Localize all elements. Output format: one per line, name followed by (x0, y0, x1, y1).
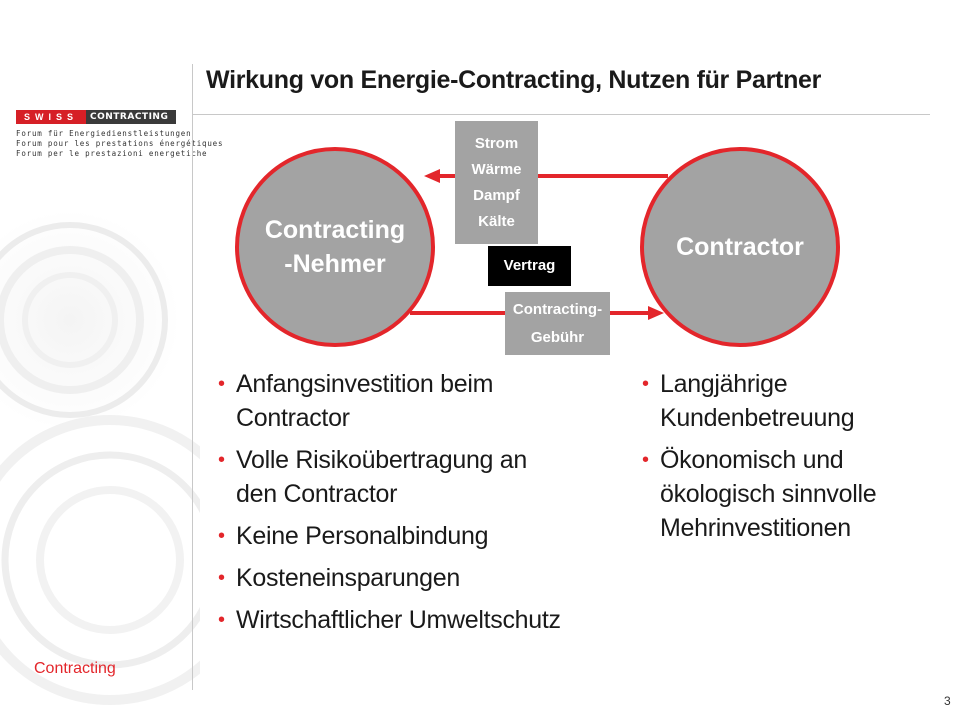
footer-label: Contracting (34, 660, 116, 677)
decorative-swirl-background (0, 210, 200, 705)
contracting-fee-box: Contracting- Gebühr (505, 292, 610, 355)
client-circle: Contracting -Nehmer (235, 147, 435, 347)
contract-label: Vertrag (503, 257, 556, 274)
energy-supply-label: Strom Wärme Dampf Kälte (471, 134, 522, 230)
list-item: Langjährige Kundenbetreuung (640, 367, 940, 435)
title-underline (192, 114, 930, 115)
vertical-divider (192, 64, 193, 690)
logo-brand-left: SWISS (16, 110, 86, 124)
logo-bar: SWISS CONTRACTING (16, 110, 176, 124)
logo-tagline-fr: Forum pour les prestations énergétiques (16, 139, 224, 148)
contractor-benefits-list: Langjährige Kundenbetreuung Ökonomisch u… (640, 367, 940, 553)
page-number: 3 (944, 694, 951, 708)
list-item: Ökonomisch und ökologisch sinnvolle Mehr… (640, 443, 940, 545)
contractor-circle: Contractor (640, 147, 840, 347)
arrow-head-left (424, 169, 440, 183)
list-item: Kosteneinsparungen (216, 561, 566, 595)
client-circle-label: Contracting -Nehmer (264, 216, 406, 278)
logo-tagline-de: Forum für Energiedienstleistungen (16, 129, 192, 138)
logo-brand-right: CONTRACTING (86, 110, 176, 124)
contractor-circle-label: Contractor (676, 233, 804, 261)
list-item: Volle Risikoübertragung an den Contracto… (216, 443, 566, 511)
contract-box: Vertrag (488, 246, 571, 286)
list-item: Wirtschaftlicher Umweltschutz (216, 603, 566, 637)
swiss-contracting-logo: SWISS CONTRACTING Forum für Energiediens… (16, 110, 224, 158)
contracting-fee-label: Contracting- Gebühr (512, 300, 603, 346)
page-title: Wirkung von Energie-Contracting, Nutzen … (206, 66, 822, 94)
energy-supply-box: Strom Wärme Dampf Kälte (455, 121, 538, 244)
list-item: Keine Personalbindung (216, 519, 566, 553)
client-benefits-list: Anfangsinvestition beim Contractor Volle… (216, 367, 566, 645)
list-item: Anfangsinvestition beim Contractor (216, 367, 566, 435)
logo-tagline-it: Forum per le prestazioni energetiche (16, 149, 208, 158)
